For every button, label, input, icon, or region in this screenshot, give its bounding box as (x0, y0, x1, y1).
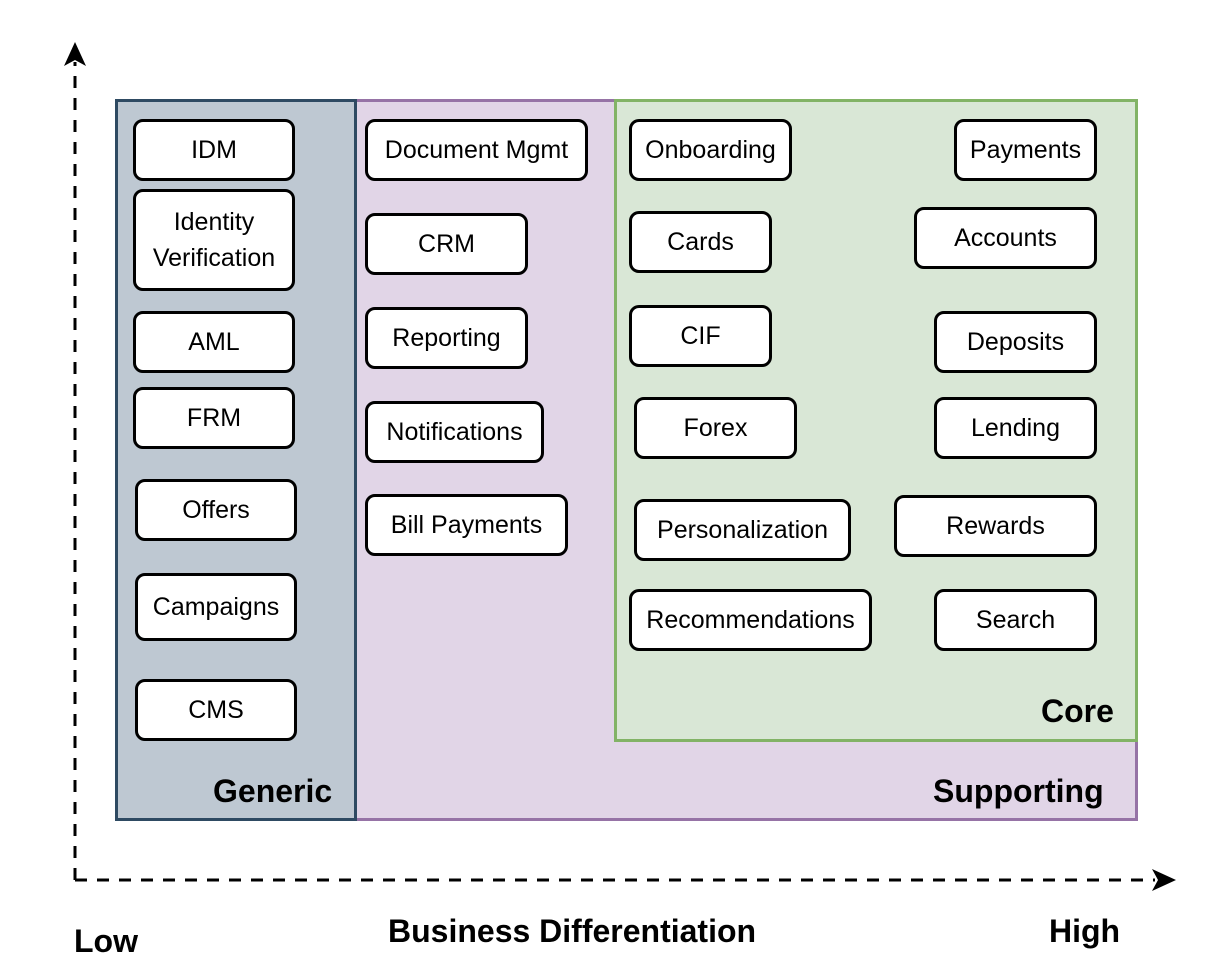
item-offers[interactable]: Offers (135, 479, 297, 541)
item-idm[interactable]: IDM (133, 119, 295, 181)
item-accounts[interactable]: Accounts (914, 207, 1097, 269)
x-axis-low-label: Low (74, 923, 138, 959)
x-axis-arrowhead (1152, 869, 1176, 891)
generic-label: Generic (213, 773, 333, 809)
item-reporting[interactable]: Reporting (365, 307, 528, 369)
item-bill-payments[interactable]: Bill Payments (365, 494, 568, 556)
item-forex[interactable]: Forex (634, 397, 797, 459)
item-frm[interactable]: FRM (133, 387, 295, 449)
item-cards[interactable]: Cards (629, 211, 772, 273)
item-lending[interactable]: Lending (934, 397, 1097, 459)
item-search[interactable]: Search (934, 589, 1097, 651)
item-payments[interactable]: Payments (954, 119, 1097, 181)
item-document-mgmt[interactable]: Document Mgmt (365, 119, 588, 181)
x-axis-title: Business Differentiation (388, 913, 757, 949)
item-cif[interactable]: CIF (629, 305, 772, 367)
core-label: Core (1041, 693, 1114, 729)
item-onboarding[interactable]: Onboarding (629, 119, 792, 181)
item-personalization[interactable]: Personalization (634, 499, 851, 561)
item-notifications[interactable]: Notifications (365, 401, 544, 463)
item-campaigns[interactable]: Campaigns (135, 573, 297, 641)
item-identity-verification[interactable]: Identity Verification (133, 189, 295, 291)
x-axis-high-label: High (1049, 913, 1121, 949)
item-rewards[interactable]: Rewards (894, 495, 1097, 557)
y-axis-arrowhead (64, 42, 86, 66)
item-cms[interactable]: CMS (135, 679, 297, 741)
item-deposits[interactable]: Deposits (934, 311, 1097, 373)
supporting-label: Supporting (933, 773, 1104, 809)
item-recommendations[interactable]: Recommendations (629, 589, 872, 651)
item-crm[interactable]: CRM (365, 213, 528, 275)
item-aml[interactable]: AML (133, 311, 295, 373)
